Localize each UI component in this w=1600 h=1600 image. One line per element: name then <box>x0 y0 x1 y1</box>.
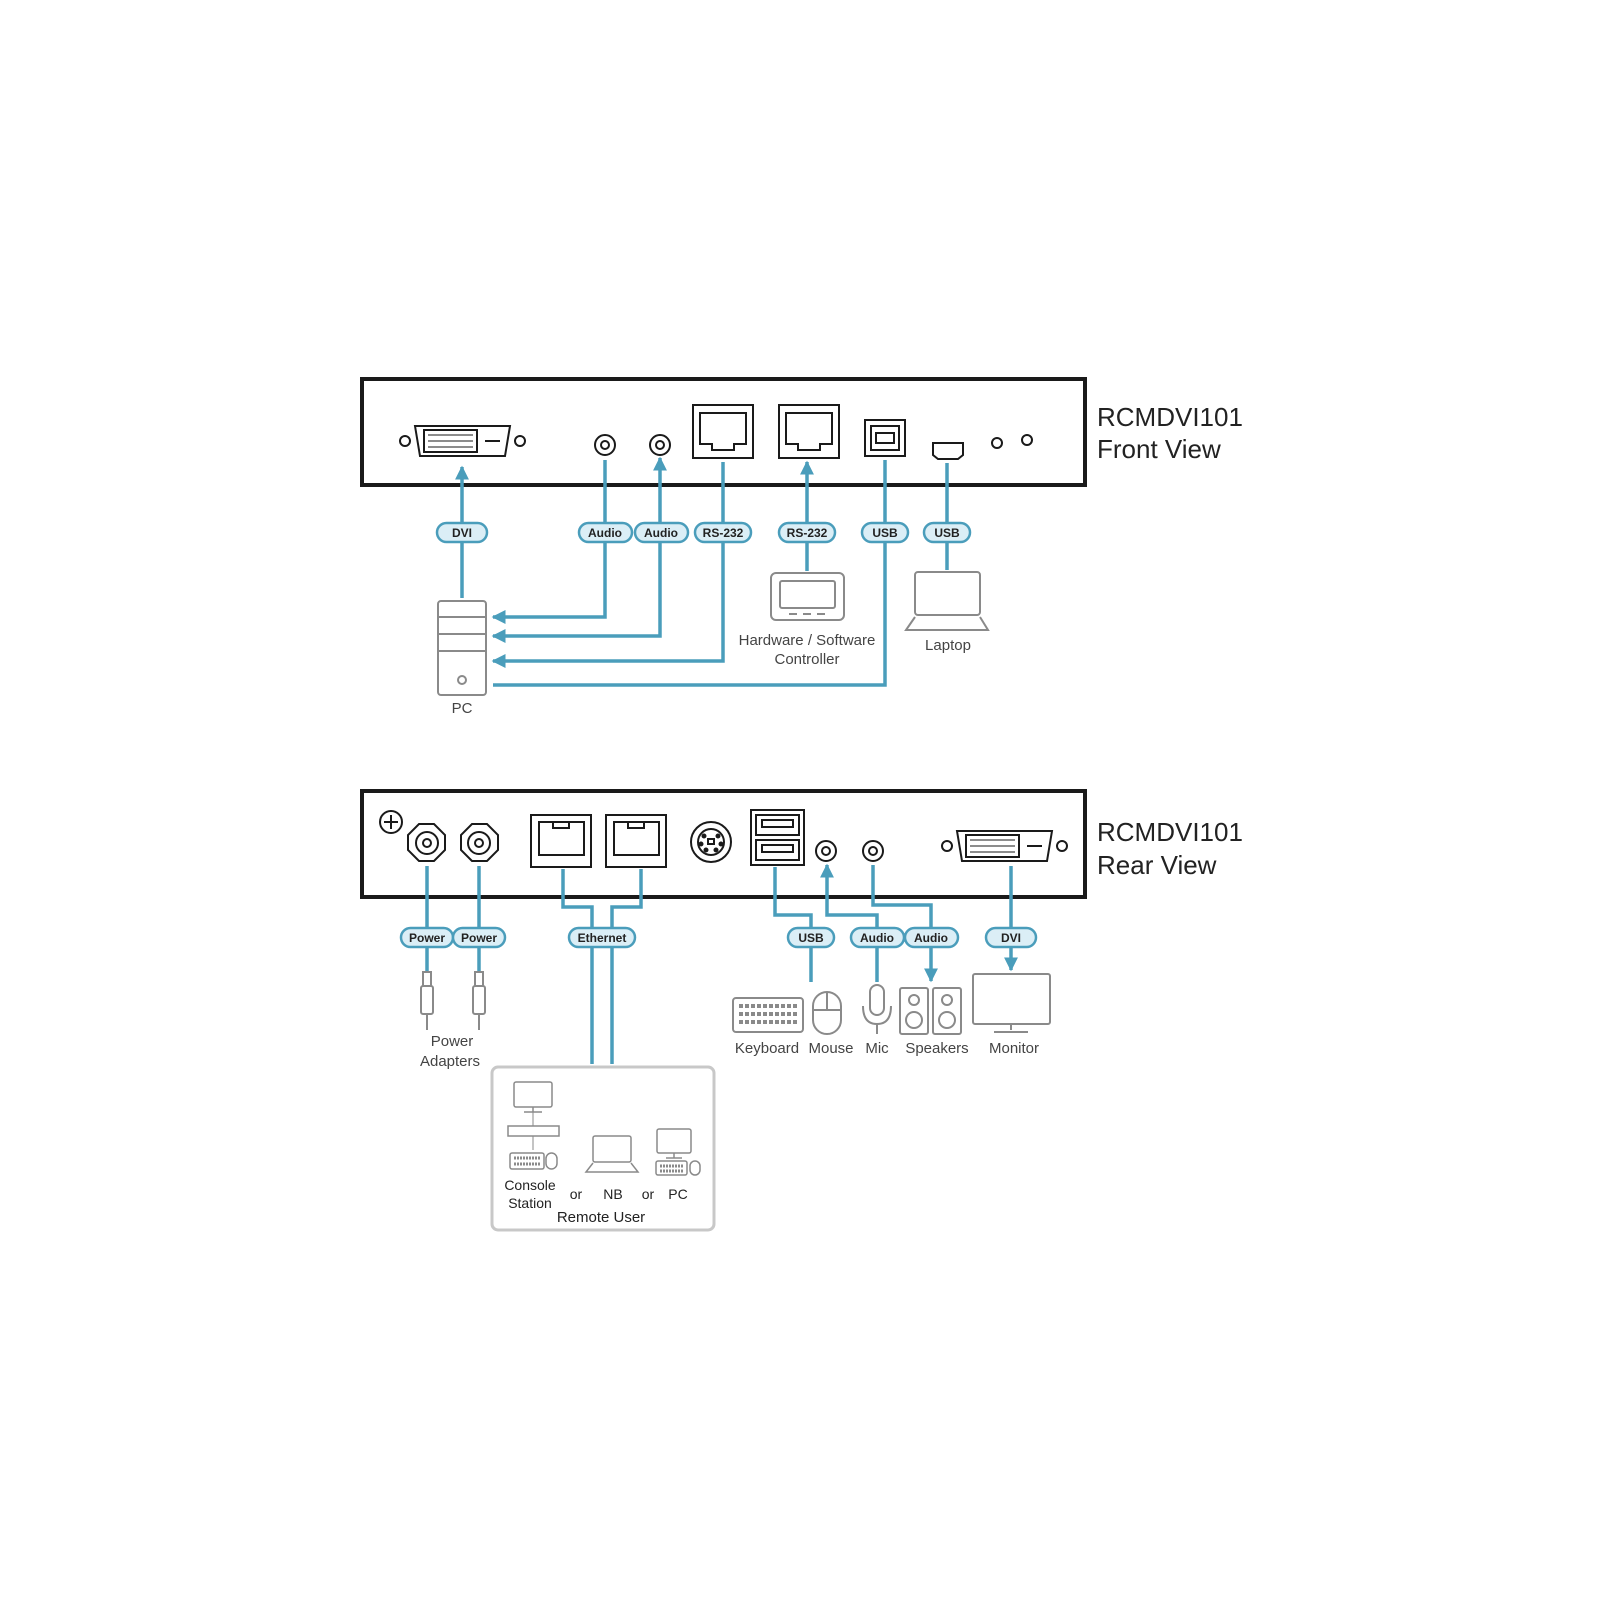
front-dvi-port-icon <box>399 425 526 457</box>
front-pill-audio-1: Audio <box>577 521 634 544</box>
front-pill-rs232-1: RS-232 <box>693 521 753 544</box>
front-controller-label-line1: Hardware / Software <box>739 632 876 649</box>
rear-cable-ethernet-2 <box>610 869 643 1064</box>
front-pill-rs232-2: RS-232 <box>777 521 837 544</box>
remote-notebook-icon <box>584 1135 640 1173</box>
rear-pill-audio-2: Audio <box>903 926 960 949</box>
front-laptop-icon <box>904 571 990 631</box>
remote-console-station-icon <box>507 1081 560 1170</box>
front-audio-jack-2-icon <box>649 434 671 456</box>
rear-dvi-port-icon <box>941 830 1068 862</box>
rear-pill-audio-1-label: Audio <box>860 931 894 945</box>
remote-or-1: or <box>570 1186 583 1202</box>
rear-pill-ethernet: Ethernet <box>567 926 637 949</box>
remote-user-title: Remote User <box>557 1209 645 1226</box>
front-laptop-label: Laptop <box>925 637 971 654</box>
rear-power-label-line1: Power <box>431 1033 474 1050</box>
rear-pill-power-2-label: Power <box>461 931 497 945</box>
rear-ethernet-port-2-icon <box>605 814 667 868</box>
rear-pill-ethernet-label: Ethernet <box>578 931 627 945</box>
front-pc-tower-icon <box>437 600 487 696</box>
rear-mic-label: Mic <box>865 1040 889 1057</box>
rear-pill-dvi: DVI <box>984 926 1038 949</box>
front-pill-rs232-1-label: RS-232 <box>703 526 744 540</box>
front-pill-dvi-label: DVI <box>452 526 472 540</box>
rear-monitor-icon <box>972 973 1051 1033</box>
front-pc-label: PC <box>452 700 473 717</box>
rear-power-label-line2: Adapters <box>420 1053 480 1070</box>
rear-pill-dvi-label: DVI <box>1001 931 1021 945</box>
rear-pill-usb: USB <box>786 926 836 949</box>
rear-title-line1: RCMDVI101 <box>1097 817 1243 847</box>
rear-pill-usb-label: USB <box>798 931 824 945</box>
rear-cable-ethernet-1 <box>561 869 594 1064</box>
rear-pill-audio-2-label: Audio <box>914 931 948 945</box>
front-led-1-icon <box>991 437 1003 449</box>
rear-pill-power-2: Power <box>451 926 507 949</box>
rear-ps2-port-icon <box>690 821 732 863</box>
front-pill-usb-2: USB <box>922 521 972 544</box>
rear-usb-a-ports-icon <box>750 809 805 866</box>
rear-keyboard-label: Keyboard <box>735 1040 799 1057</box>
front-title-line2: Front View <box>1097 434 1221 464</box>
front-pill-audio-2-label: Audio <box>644 526 678 540</box>
rear-power-jack-1-icon <box>407 823 446 862</box>
front-pill-dvi: DVI <box>435 521 489 544</box>
front-mini-usb-port-icon <box>932 442 964 460</box>
rear-ethernet-port-1-icon <box>530 814 592 868</box>
rear-power-plug-1-icon <box>420 971 434 1030</box>
front-controller-label-line2: Controller <box>774 651 839 668</box>
rear-pill-power-1-label: Power <box>409 931 445 945</box>
rear-cable-audio-1 <box>820 863 879 982</box>
rear-mouse-icon <box>812 991 842 1035</box>
rear-view: RCMDVI101 Rear View Power Power Ethernet <box>360 789 1243 1232</box>
remote-or-2: or <box>642 1186 655 1202</box>
front-controller-icon <box>770 572 845 621</box>
front-title-line1: RCMDVI101 <box>1097 402 1243 432</box>
rear-mouse-label: Mouse <box>808 1040 853 1057</box>
front-pill-usb-1-label: USB <box>872 526 898 540</box>
remote-user-panel: Console Station or NB or PC Remote U <box>490 1065 716 1232</box>
rear-speakers-icon <box>899 987 962 1035</box>
rear-speakers-label: Speakers <box>905 1040 968 1057</box>
rear-mic-icon <box>862 984 892 1034</box>
remote-nb-label: NB <box>603 1186 622 1202</box>
rear-audio-jack-2-icon <box>862 840 884 862</box>
rear-pill-power-1: Power <box>399 926 455 949</box>
rear-pill-audio-1: Audio <box>849 926 906 949</box>
rear-monitor-label: Monitor <box>989 1040 1039 1057</box>
rear-ground-screw-icon <box>379 810 403 834</box>
front-pill-rs232-2-label: RS-232 <box>787 526 828 540</box>
rear-power-jack-2-icon <box>460 823 499 862</box>
remote-console-label-line2: Station <box>508 1195 552 1211</box>
rear-keyboard-icon <box>732 997 804 1033</box>
rear-audio-jack-1-icon <box>815 840 837 862</box>
front-cable-audio-2 <box>491 456 667 643</box>
front-pill-usb-2-label: USB <box>934 526 960 540</box>
front-audio-jack-1-icon <box>594 434 616 456</box>
remote-pc-label: PC <box>668 1186 687 1202</box>
front-view: RCMDVI101 Front View DVI Audio Audio R <box>360 377 1243 717</box>
front-pill-audio-1-label: Audio <box>588 526 622 540</box>
front-led-2-icon <box>1021 434 1033 446</box>
front-rs232-port-2-icon <box>778 404 840 459</box>
front-pill-usb-1: USB <box>860 521 910 544</box>
rear-cable-usb <box>773 867 813 982</box>
rear-title-line2: Rear View <box>1097 850 1217 880</box>
front-rs232-port-1-icon <box>692 404 754 459</box>
remote-console-label-line1: Console <box>504 1177 556 1193</box>
front-usb-b-port-icon <box>864 419 906 457</box>
rear-power-plug-2-icon <box>472 971 486 1030</box>
front-pill-audio-2: Audio <box>633 521 690 544</box>
remote-pc-icon <box>655 1128 701 1176</box>
front-cable-rs232-1 <box>491 462 725 668</box>
